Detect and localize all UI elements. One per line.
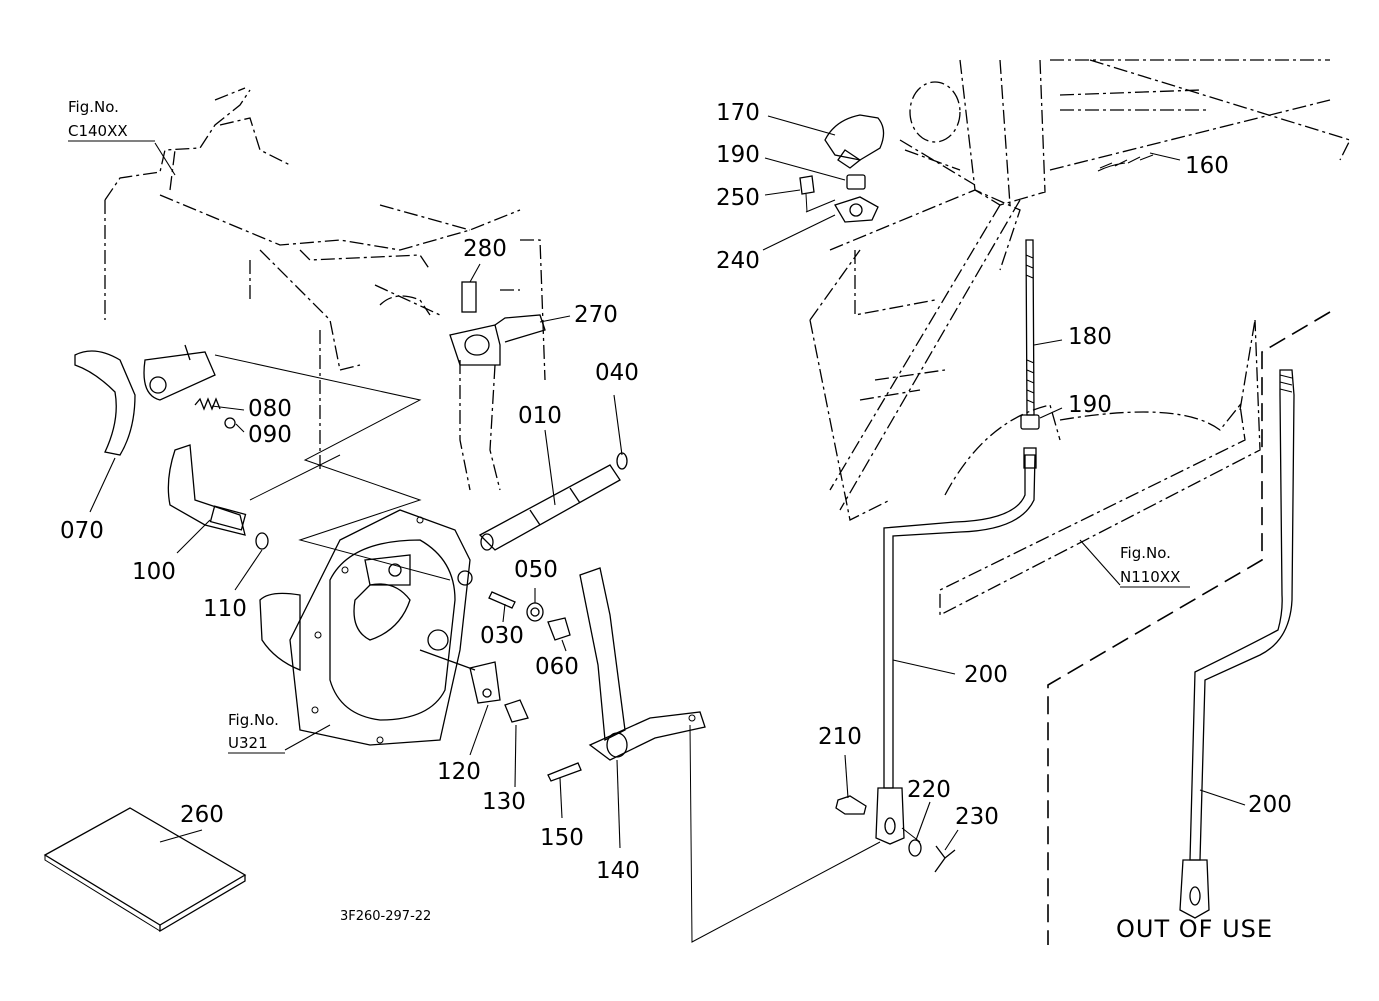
part-number-100: 100 xyxy=(132,559,176,585)
part-number-190-lower: 190 xyxy=(1068,392,1112,418)
part-number-150: 150 xyxy=(540,825,584,851)
part-number-210: 210 xyxy=(818,724,862,750)
part-number-080: 080 xyxy=(248,396,292,422)
part-number-120: 120 xyxy=(437,759,481,785)
part-numbers: 280 270 040 010 080 090 070 100 110 050 … xyxy=(60,100,1292,884)
part-number-040: 040 xyxy=(595,360,639,386)
part-number-240: 240 xyxy=(716,248,760,274)
right-assembly xyxy=(799,59,1351,945)
part-number-010: 010 xyxy=(518,403,562,429)
fig-ref-code: U321 xyxy=(228,734,268,752)
part-number-110: 110 xyxy=(203,596,247,622)
fig-ref-label: Fig.No. xyxy=(1120,544,1171,562)
fig-ref-code: N110XX xyxy=(1120,568,1180,586)
part-number-200-out-of-use: 200 xyxy=(1248,792,1292,818)
fig-ref-c140xx: Fig.No. C140XX xyxy=(68,98,155,142)
part-number-200: 200 xyxy=(964,662,1008,688)
fig-ref-label: Fig.No. xyxy=(68,98,119,116)
part-number-280: 280 xyxy=(463,236,507,262)
part-number-190: 190 xyxy=(716,142,760,168)
drawing-code: 3F260-297-22 xyxy=(340,909,431,924)
part-number-170: 170 xyxy=(716,100,760,126)
fig-ref-n110xx: Fig.No. N110XX xyxy=(1120,544,1190,588)
part-number-050: 050 xyxy=(514,557,558,583)
part-number-160: 160 xyxy=(1185,153,1229,179)
part-number-090: 090 xyxy=(248,422,292,448)
part-number-250: 250 xyxy=(716,185,760,211)
fig-ref-label: Fig.No. xyxy=(228,711,279,729)
part-number-270: 270 xyxy=(574,302,618,328)
part-number-070: 070 xyxy=(60,518,104,544)
part-number-220: 220 xyxy=(907,777,951,803)
out-of-use-note: OUT OF USE xyxy=(1116,915,1273,943)
fig-ref-code: C140XX xyxy=(68,122,128,140)
part-number-180: 180 xyxy=(1068,324,1112,350)
part-number-030: 030 xyxy=(480,623,524,649)
left-assembly xyxy=(43,87,881,943)
part-number-260: 260 xyxy=(180,802,224,828)
part-number-230: 230 xyxy=(955,804,999,830)
leader-lines xyxy=(89,115,1246,851)
part-number-140: 140 xyxy=(596,858,640,884)
part-number-130: 130 xyxy=(482,789,526,815)
fig-ref-u321: Fig.No. U321 xyxy=(228,711,285,754)
part-number-060: 060 xyxy=(535,654,579,680)
